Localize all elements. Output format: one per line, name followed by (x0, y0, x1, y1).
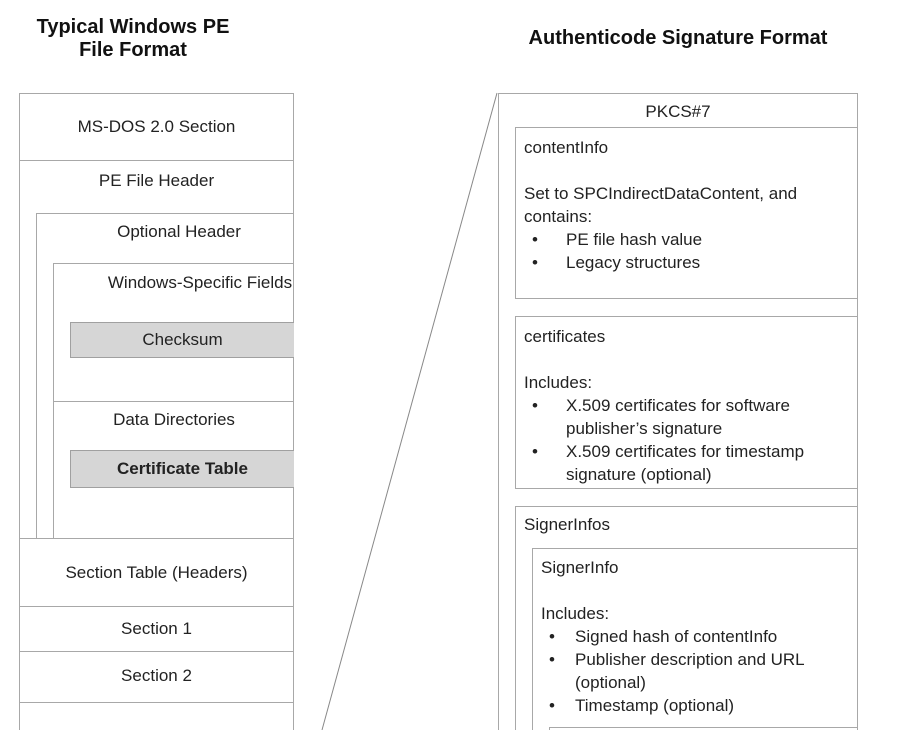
divider (19, 651, 294, 652)
signerinfo-desc: Includes: (541, 604, 610, 623)
certificates-list: X.509 certificates for software publishe… (524, 394, 817, 486)
section-2: Section 2 (121, 666, 192, 685)
list-item: Timestamp (optional) (541, 694, 837, 717)
signerinfos-heading: SignerInfos (524, 515, 610, 534)
divider (19, 538, 294, 539)
nested-box (549, 727, 858, 730)
contentinfo-heading: contentInfo (524, 138, 609, 157)
divider (19, 160, 294, 161)
section-1: Section 1 (121, 619, 192, 638)
signerinfo-heading: SignerInfo (541, 558, 619, 577)
list-item: Legacy structures (524, 251, 849, 274)
contentinfo-box: contentInfo Set to SPCIndirectDataConten… (515, 127, 858, 299)
windows-specific-fields-label: Windows-Specific Fields (107, 273, 293, 292)
signerinfo-box: SignerInfo Includes: Signed hash of cont… (532, 548, 858, 730)
list-item: PE file hash value (524, 228, 849, 251)
list-item: Publisher description and URL (optional) (541, 648, 837, 694)
pe-file-header: PE File Header (98, 171, 215, 190)
certificates-heading: certificates (524, 327, 606, 346)
checksum-field: Checksum (70, 322, 294, 358)
title-line-2: File Format (79, 39, 187, 61)
optional-header-label: Optional Header (117, 222, 241, 241)
authenticode-title: Authenticode Signature Format (528, 27, 828, 49)
divider (53, 401, 294, 402)
pe-format-title: Typical Windows PE File Format (0, 16, 266, 62)
signerinfo-list: Signed hash of contentInfo Publisher des… (541, 625, 837, 717)
section-table: Section Table (Headers) (65, 563, 248, 582)
title-line-1: Typical Windows PE (36, 16, 230, 38)
certificates-desc: Includes: (524, 373, 593, 392)
list-item: Signed hash of contentInfo (541, 625, 837, 648)
data-directories-label: Data Directories (113, 410, 235, 429)
certificates-box: certificates Includes: X.509 certificate… (515, 316, 858, 489)
list-item: X.509 certificates for timestamp signatu… (524, 440, 817, 486)
divider (19, 606, 294, 607)
list-item: X.509 certificates for software publishe… (524, 394, 817, 440)
certificate-table-field: Certificate Table (70, 450, 294, 488)
contentinfo-desc: Set to SPCIndirectDataContent, and conta… (524, 184, 798, 226)
pkcs7-label: PKCS#7 (645, 102, 711, 121)
divider (19, 702, 294, 703)
ms-dos-section: MS-DOS 2.0 Section (77, 117, 236, 136)
contentinfo-list: PE file hash value Legacy structures (524, 228, 849, 274)
